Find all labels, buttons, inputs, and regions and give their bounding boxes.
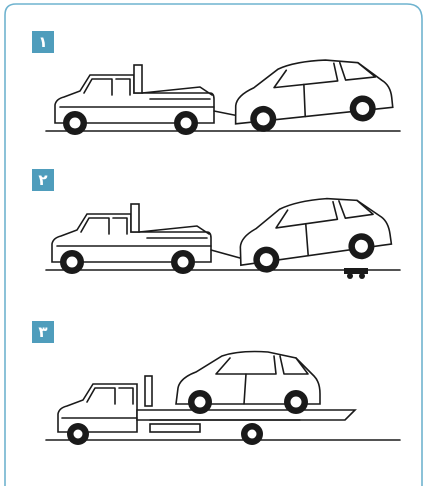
step-3-number: ٣: [38, 325, 47, 340]
step-1-number: ١: [38, 35, 47, 50]
towed-car: [233, 190, 393, 276]
carried-car: [176, 352, 320, 415]
step-2-badge: ٢: [32, 169, 54, 191]
step-2-illustration: [0, 190, 427, 290]
step-2-number: ٢: [38, 173, 47, 188]
tow-truck: [52, 204, 272, 262]
wheel-dolly: [344, 268, 368, 279]
towed-car: [230, 55, 394, 135]
step-3-illustration: [0, 340, 427, 455]
step-1-illustration: [0, 55, 427, 145]
step-1-badge: ١: [32, 31, 54, 53]
